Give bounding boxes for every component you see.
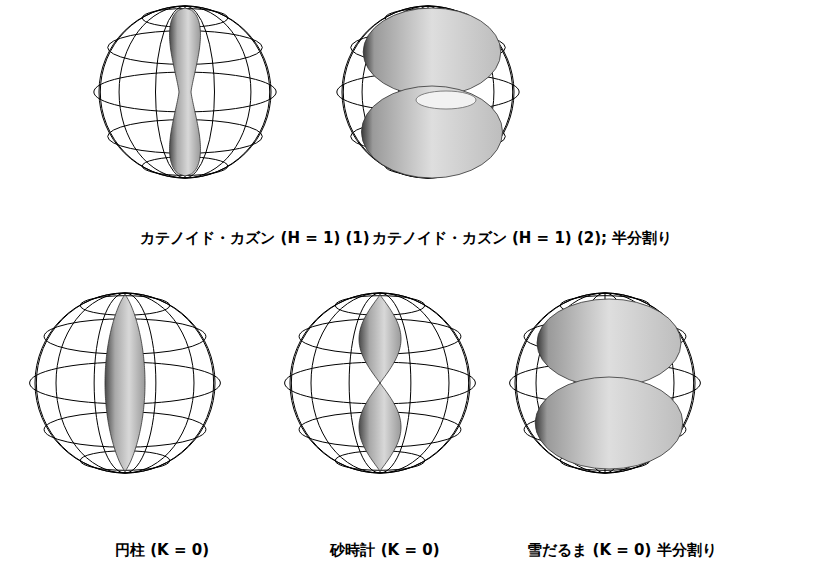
wireframe-sphere [30, 293, 221, 473]
figure-caption: 円柱 (K = 0) [2, 540, 322, 560]
figure-caption: カテノイド・カズン (H = 1) (1) [95, 228, 415, 248]
wireframe-sphere [94, 6, 276, 178]
figure-caption: 砂時計 (K = 0) [225, 540, 545, 560]
figure-caption: カテノイド・カズン (H = 1) (2); 半分割り [362, 228, 682, 248]
wireframe-sphere [285, 293, 476, 473]
wireframe-sphere [337, 6, 519, 178]
figure-caption: 雪だるま (K = 0) 半分割り [462, 540, 782, 560]
wireframe-sphere [510, 293, 701, 473]
